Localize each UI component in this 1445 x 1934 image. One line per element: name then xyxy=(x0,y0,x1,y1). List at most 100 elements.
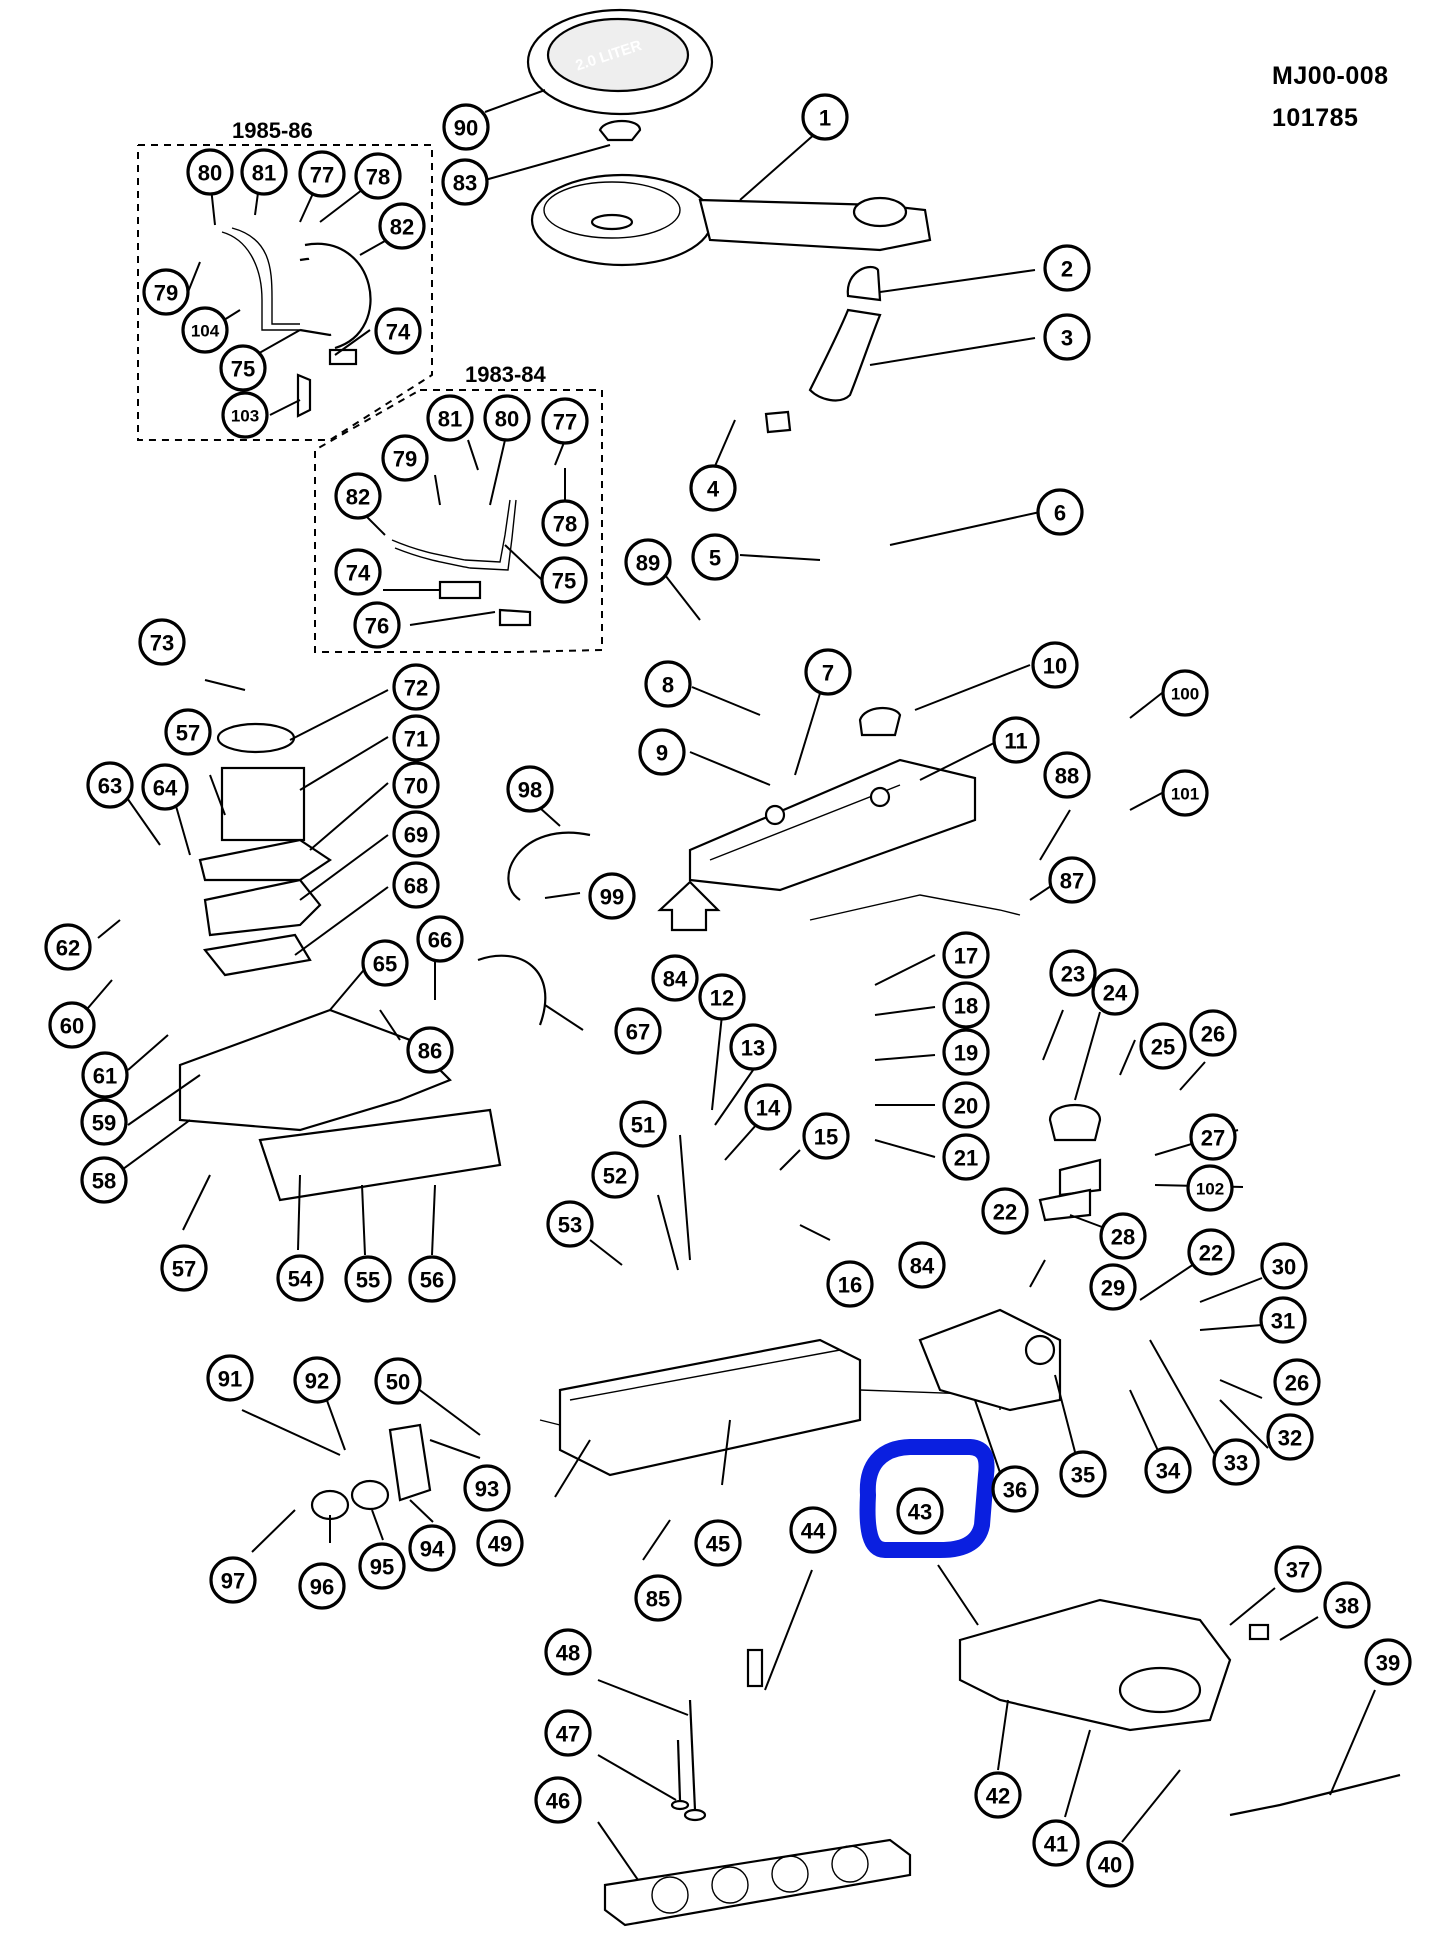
callout-bubble xyxy=(614,1007,662,1055)
callout-number: 48 xyxy=(556,1641,580,1666)
callout-bubble xyxy=(651,954,699,1002)
callout-bubble xyxy=(1086,1840,1134,1888)
callout-68: 68 xyxy=(392,861,440,909)
callout-bubble xyxy=(1189,1009,1237,1057)
callout-number: 60 xyxy=(60,1014,84,1039)
hose-67 xyxy=(477,954,547,1026)
callout-47: 47 xyxy=(544,1709,592,1757)
callout-bubble xyxy=(334,548,382,596)
callout-number: 71 xyxy=(404,727,428,752)
callout-number: 96 xyxy=(310,1575,334,1600)
callout-number: 58 xyxy=(92,1169,116,1194)
callout-number: 69 xyxy=(404,823,428,848)
callout-number: 49 xyxy=(488,1532,512,1557)
callout-28: 28 xyxy=(1099,1212,1147,1260)
callout-number: 51 xyxy=(631,1113,655,1138)
callout-number: 77 xyxy=(553,410,577,435)
callout-number: 79 xyxy=(154,281,178,306)
callout-91: 91 xyxy=(206,1354,254,1402)
callout-bubble xyxy=(186,148,234,196)
callout-bubble xyxy=(1260,1242,1308,1290)
callout-34: 34 xyxy=(1144,1446,1192,1494)
callout-number: 42 xyxy=(986,1784,1010,1809)
callout-4: 4 xyxy=(689,464,737,512)
callout-bubble xyxy=(374,307,422,355)
callout-6: 6 xyxy=(1036,488,1084,536)
callout-71: 71 xyxy=(392,714,440,762)
callout-number: 77 xyxy=(310,163,334,188)
callout-104: 104 xyxy=(181,306,229,354)
callout-bubble xyxy=(1259,1296,1307,1344)
callout-53: 53 xyxy=(546,1200,594,1248)
callout-82b: 82 xyxy=(334,472,382,520)
callout-number: 41 xyxy=(1044,1832,1068,1857)
pulleys xyxy=(310,1423,432,1521)
diagram-code: MJ00-008 xyxy=(1272,62,1389,90)
callout-96: 96 xyxy=(298,1562,346,1610)
callout-bubble xyxy=(981,1187,1029,1235)
callout-number: 27 xyxy=(1201,1126,1225,1151)
callout-number: 66 xyxy=(428,928,452,953)
callout-73: 73 xyxy=(138,618,186,666)
callout-88: 88 xyxy=(1043,751,1091,799)
valve-cover xyxy=(688,707,977,892)
water-pump-housing xyxy=(918,1308,1062,1412)
callout-number: 63 xyxy=(98,774,122,799)
callout-78a: 78 xyxy=(354,152,402,200)
callout-63: 63 xyxy=(86,761,134,809)
callout-80a: 80 xyxy=(186,148,234,196)
callout-13: 13 xyxy=(729,1023,777,1071)
callout-number: 23 xyxy=(1061,962,1085,987)
callout-number: 62 xyxy=(56,936,80,961)
callout-67: 67 xyxy=(614,1007,662,1055)
callout-bubble xyxy=(1043,313,1091,361)
exhaust-manifold xyxy=(958,1598,1270,1732)
callout-2: 2 xyxy=(1043,244,1091,292)
callout-number: 19 xyxy=(954,1041,978,1066)
callout-bubble xyxy=(1323,1581,1371,1629)
callout-3: 3 xyxy=(1043,313,1091,361)
callout-bubble xyxy=(276,1254,324,1302)
callout-99: 99 xyxy=(588,872,636,920)
callout-number: 55 xyxy=(356,1268,380,1293)
callout-11: 11 xyxy=(992,716,1040,764)
callout-number: 14 xyxy=(756,1096,781,1121)
callout-35: 35 xyxy=(1059,1450,1107,1498)
callout-number: 11 xyxy=(1004,729,1027,754)
callout-33: 33 xyxy=(1212,1438,1260,1486)
callout-number: 16 xyxy=(838,1273,862,1298)
callout-24: 24 xyxy=(1091,968,1139,1016)
callout-bubble xyxy=(353,601,401,649)
callout-number: 64 xyxy=(153,776,178,801)
callout-8: 8 xyxy=(644,660,692,708)
callout-number: 32 xyxy=(1278,1426,1302,1451)
callout-bubble xyxy=(221,391,269,439)
callout-number: 54 xyxy=(288,1267,313,1292)
callout-92: 92 xyxy=(293,1356,341,1404)
callout-bubble xyxy=(1048,856,1096,904)
callout-bubble xyxy=(544,1709,592,1757)
callout-48: 48 xyxy=(544,1628,592,1676)
callout-87: 87 xyxy=(1048,856,1096,904)
callout-bubble xyxy=(992,716,1040,764)
callout-number: 34 xyxy=(1156,1459,1181,1484)
callout-bubble xyxy=(898,1241,946,1289)
callout-number: 9 xyxy=(656,741,668,766)
callout-bubble xyxy=(408,1255,456,1303)
callout-41: 41 xyxy=(1032,1819,1080,1867)
callout-bubble xyxy=(1161,669,1209,717)
callout-10: 10 xyxy=(1031,641,1079,689)
callout-number: 57 xyxy=(172,1257,196,1282)
callout-32: 32 xyxy=(1266,1413,1314,1461)
callout-number: 22 xyxy=(1199,1241,1223,1266)
callout-52: 52 xyxy=(591,1151,639,1199)
callout-number: 84 xyxy=(663,967,688,992)
callout-number: 84 xyxy=(910,1254,935,1279)
callout-number: 92 xyxy=(305,1369,329,1394)
callout-bubble xyxy=(86,761,134,809)
valves xyxy=(670,1648,764,1822)
callout-number: 53 xyxy=(558,1213,582,1238)
callout-15: 15 xyxy=(802,1112,850,1160)
callout-57a: 57 xyxy=(164,708,212,756)
callout-51: 51 xyxy=(619,1100,667,1148)
